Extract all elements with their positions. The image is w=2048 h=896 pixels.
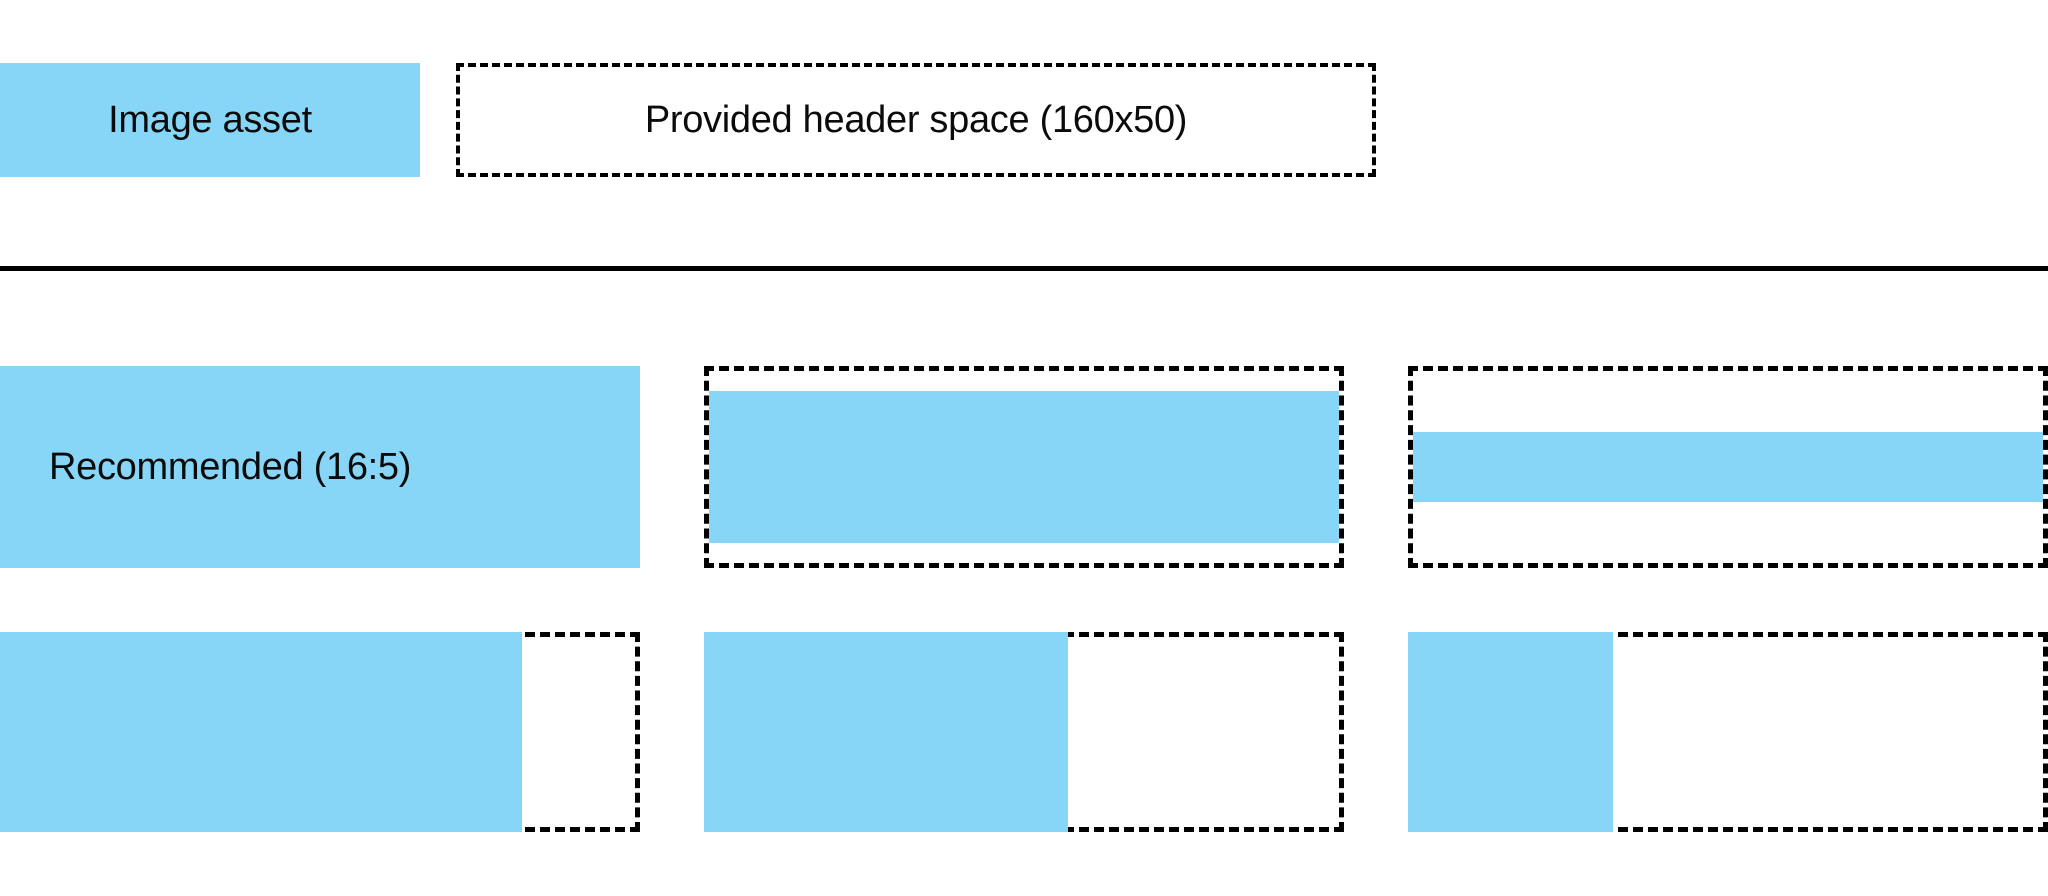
spec-cell-recommended: Recommended (16:5) (0, 366, 640, 568)
legend-image-asset-swatch: Image asset (0, 63, 420, 177)
legend-image-asset-label: Image asset (108, 99, 312, 141)
image-asset-fill (0, 366, 640, 568)
image-asset-fill (1408, 632, 1613, 832)
spec-cell-inset-large (1408, 366, 2048, 568)
section-divider (0, 266, 2048, 271)
image-asset-fill (709, 391, 1339, 543)
legend-header-space-label: Provided header space (160x50) (644, 99, 1188, 141)
spec-cell-width-wide (0, 632, 640, 832)
spec-cell-width-medium (704, 632, 1344, 832)
image-asset-fill (0, 632, 522, 832)
spec-cell-recommended-label: Recommended (16:5) (49, 446, 412, 488)
image-asset-fill (704, 632, 1068, 832)
image-asset-fill (1413, 432, 2043, 502)
spec-cell-inset-small (704, 366, 1344, 568)
legend-header-space-outline: Provided header space (160x50) (456, 63, 1376, 177)
spec-cell-width-narrow (1408, 632, 2048, 832)
